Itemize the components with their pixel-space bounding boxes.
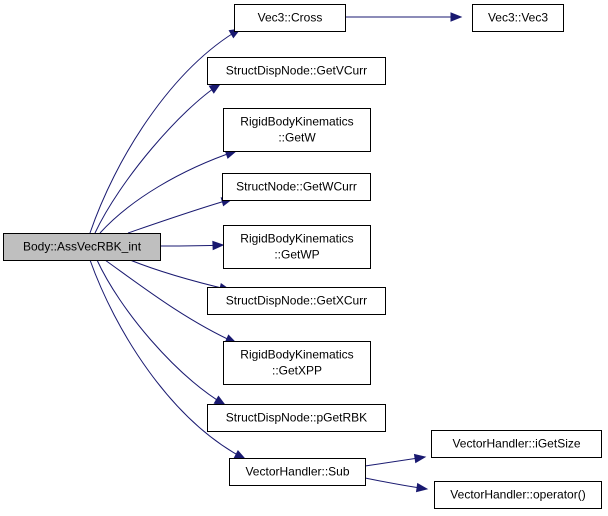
node-operator[interactable]: VectorHandler::operator(): [434, 481, 602, 509]
edge-root-to-getxcurr: [129, 259, 232, 293]
node-label: ::GetWP: [274, 248, 319, 262]
node-label: VectorHandler::Sub: [245, 465, 349, 479]
edge-line: [104, 259, 237, 344]
node-label: Body::AssVecRBK_int: [23, 240, 142, 254]
node-label: StructDispNode::GetVCurr: [226, 64, 367, 78]
edge-line: [89, 28, 241, 234]
node-box: [434, 481, 602, 509]
node-cross[interactable]: Vec3::Cross: [234, 4, 346, 32]
node-label: Vec3::Vec3: [488, 11, 548, 25]
node-getxpp[interactable]: RigidBodyKinematics::GetXPP: [223, 341, 371, 385]
node-label: StructDispNode::GetXCurr: [226, 294, 367, 308]
edge-line: [96, 259, 226, 406]
edge-arrowhead: [213, 395, 227, 406]
node-box: [223, 225, 371, 269]
edge-root-to-pgetrbk: [96, 259, 227, 406]
node-getw[interactable]: RigidBodyKinematics::GetW: [223, 108, 371, 152]
node-box: [3, 233, 161, 261]
node-pgetrbk[interactable]: StructDispNode::pGetRBK: [207, 404, 386, 432]
edge-line: [129, 259, 231, 291]
edge-root-to-getwp: [159, 240, 225, 251]
node-box: [229, 458, 366, 486]
edge-arrowhead: [212, 240, 225, 251]
node-box: [234, 4, 346, 32]
node-vec3[interactable]: Vec3::Vec3: [472, 4, 564, 32]
node-label: Vec3::Cross: [258, 11, 323, 25]
edge-arrowhead: [233, 449, 247, 460]
node-label: RigidBodyKinematics: [240, 348, 353, 362]
node-box: [431, 430, 602, 458]
node-label: RigidBodyKinematics: [240, 115, 353, 129]
node-getwp[interactable]: RigidBodyKinematics::GetWP: [223, 225, 371, 269]
node-getvcurr[interactable]: StructDispNode::GetVCurr: [207, 57, 386, 85]
edge-arrowhead: [450, 12, 463, 22]
node-label: ::GetW: [278, 131, 316, 145]
node-box: [222, 173, 371, 201]
edge-line: [127, 198, 233, 234]
edge-arrowhead: [413, 453, 427, 464]
edge-line: [94, 83, 221, 234]
node-label: StructDispNode::pGetRBK: [226, 411, 367, 425]
edge-sub-to-operator: [364, 477, 429, 493]
edge-cross-to-vec3: [345, 12, 463, 22]
node-box: [472, 4, 564, 32]
node-label: RigidBodyKinematics: [240, 232, 353, 246]
node-getxcurr[interactable]: StructDispNode::GetXCurr: [207, 287, 386, 315]
edge-line: [99, 150, 237, 234]
edge-root-to-getwcurr: [127, 197, 234, 234]
node-label: VectorHandler::operator(): [450, 488, 585, 502]
edge-line: [89, 259, 246, 460]
edge-sub-to-igetsize: [364, 453, 427, 467]
node-box: [207, 287, 386, 315]
edge-arrowhead: [208, 83, 222, 94]
node-label: StructNode::GetWCurr: [236, 180, 357, 194]
node-box: [223, 108, 371, 152]
nodes-layer: Body::AssVecRBK_int Vec3::Cross Vec3::Vec3…: [3, 4, 602, 509]
edge-root-to-getvcurr: [94, 83, 222, 234]
node-igetsize[interactable]: VectorHandler::iGetSize: [431, 430, 602, 458]
node-label: VectorHandler::iGetSize: [452, 437, 580, 451]
edge-arrowhead: [415, 482, 429, 493]
node-getwcurr[interactable]: StructNode::GetWCurr: [222, 173, 371, 201]
node-box: [207, 57, 386, 85]
node-box: [207, 404, 386, 432]
node-label: ::GetXPP: [272, 364, 322, 378]
node-box: [223, 341, 371, 385]
node-root[interactable]: Body::AssVecRBK_int: [3, 233, 161, 261]
node-sub[interactable]: VectorHandler::Sub: [229, 458, 366, 486]
